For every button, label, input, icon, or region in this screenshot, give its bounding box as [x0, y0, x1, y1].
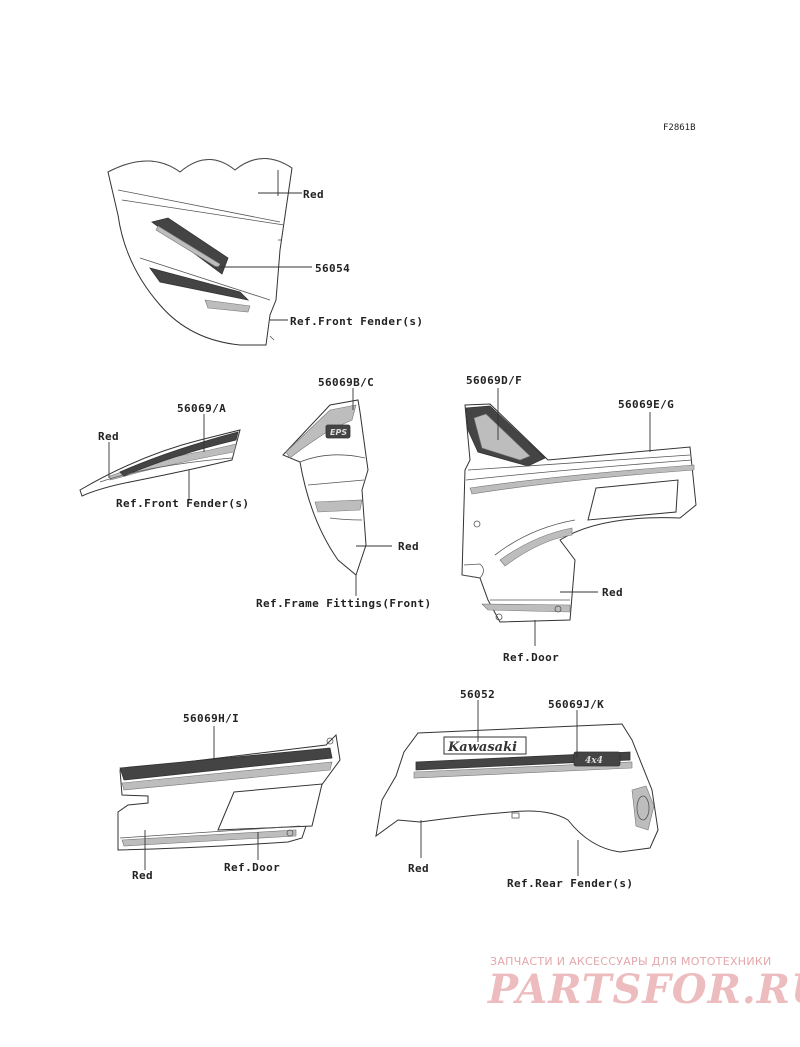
- label-right-ref: Ref.Door: [503, 651, 559, 664]
- watermark-logo: PARTSFOR.RU: [487, 966, 800, 1013]
- label-left-part: 56069/A: [177, 402, 226, 415]
- kawasaki-decal: [443, 736, 527, 755]
- center-leaders: [352, 388, 392, 596]
- label-bl-red: Red: [132, 869, 153, 882]
- label-top-part: 56054: [315, 262, 350, 275]
- eps-decal: [325, 424, 351, 439]
- top-leaders: [215, 170, 312, 321]
- tail-light: [631, 785, 655, 831]
- rear-fender-assembly: Kawasaki 4x4: [375, 723, 659, 853]
- frame-fitting-panel: EPS: [282, 399, 369, 576]
- label-bl-ref: Ref.Door: [224, 861, 280, 874]
- label-left-ref: Ref.Front Fender(s): [116, 497, 249, 510]
- four-by-four-decal: [573, 751, 621, 767]
- label-center-ref: Ref.Frame Fittings(Front): [256, 597, 432, 610]
- label-left-red: Red: [98, 430, 119, 443]
- label-center-part: 56069B/C: [318, 376, 374, 389]
- four-by-four-decal-text: 4x4: [585, 756, 603, 766]
- figure-code: F2861B: [663, 123, 696, 133]
- kawasaki-decal-text: Kawasaki: [447, 740, 517, 755]
- label-center-red: Red: [398, 540, 419, 553]
- door-left-window: [217, 783, 323, 831]
- watermark-tagline: ЗАПЧАСТИ И АКСЕССУАРЫ ДЛЯ МОТОТЕХНИКИ: [490, 955, 772, 968]
- bottom-right-leaders: [420, 700, 579, 876]
- label-br-part-a: 56052: [460, 688, 495, 701]
- door-panel-right: [461, 403, 697, 623]
- front-fender-assembly: [107, 158, 293, 346]
- right-leaders: [497, 388, 651, 646]
- label-br-red: Red: [408, 862, 429, 875]
- door-panel-left: [117, 733, 341, 851]
- eps-decal-text: EPS: [330, 428, 347, 437]
- label-top-ref: Ref.Front Fender(s): [290, 315, 423, 328]
- watermark: ЗАПЧАСТИ И АКСЕССУАРЫ ДЛЯ МОТОТЕХНИКИ PA…: [487, 955, 800, 1013]
- label-right-red: Red: [602, 586, 623, 599]
- label-br-part-b: 56069J/K: [548, 698, 604, 711]
- label-right-part-b: 56069E/G: [618, 398, 674, 411]
- front-fender-strip: [79, 429, 241, 497]
- label-bl-part: 56069H/I: [183, 712, 239, 725]
- front-fender-wave-edge: [107, 158, 293, 173]
- label-top-red: Red: [303, 188, 324, 201]
- label-right-part-a: 56069D/F: [466, 374, 522, 387]
- door-window-cutout: [587, 479, 679, 521]
- bottom-left-leaders: [144, 726, 259, 870]
- label-br-ref: Ref.Rear Fender(s): [507, 877, 633, 890]
- left-leaders: [108, 414, 205, 500]
